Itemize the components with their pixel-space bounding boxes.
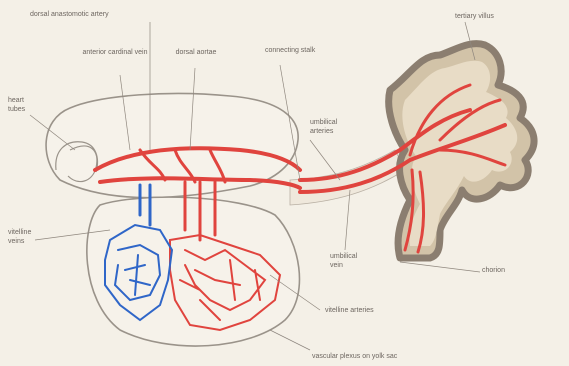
- leader-vascular-plexus: [270, 330, 310, 350]
- label-umbilical-arteries: umbilical arteries: [310, 118, 360, 136]
- label-dorsal-anastomotic-artery: dorsal anastomotic artery: [30, 10, 109, 19]
- leader-chorion: [400, 262, 480, 272]
- leader-umbilical-arteries: [310, 140, 340, 180]
- label-heart-tubes: heart tubes: [8, 96, 40, 114]
- label-umbilical-vein: umbilical vein: [330, 252, 370, 270]
- label-dorsal-aortae: dorsal aortae: [172, 48, 220, 57]
- label-connecting-stalk: connecting stalk: [265, 46, 320, 55]
- leader-umbilical-vein: [345, 190, 350, 250]
- label-vascular-plexus-on-yolk-sac: vascular plexus on yolk sac: [312, 352, 397, 361]
- label-vitelline-arteries: vitelline arteries: [325, 306, 374, 315]
- yolk-sac-outline: [87, 197, 300, 346]
- label-vitelline-veins: vitelline veins: [8, 228, 44, 246]
- label-tertiary-villus: tertiary villus: [455, 12, 494, 21]
- label-anterior-cardinal-vein: anterior cardinal vein: [70, 48, 160, 57]
- label-chorion: chorion: [482, 266, 505, 275]
